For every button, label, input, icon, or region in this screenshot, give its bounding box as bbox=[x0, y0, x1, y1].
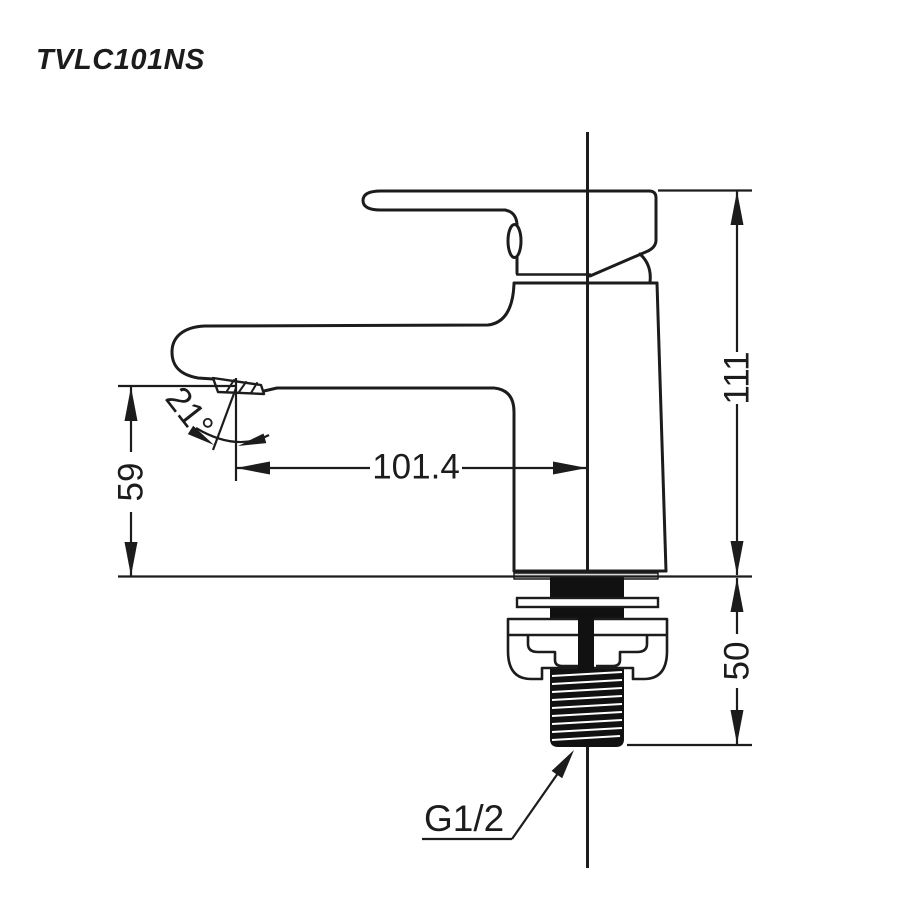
arrowhead-arc-left bbox=[187, 425, 214, 445]
dimension-overall-height: 111 bbox=[717, 190, 756, 575]
spout-top bbox=[170, 282, 516, 381]
dimension-spout-height: 59 bbox=[111, 387, 150, 576]
arrowhead-down bbox=[730, 710, 744, 744]
aerator bbox=[211, 376, 266, 396]
mounting-hardware bbox=[506, 577, 669, 747]
dim-50-label: 50 bbox=[717, 642, 756, 681]
spout-bottom bbox=[262, 386, 516, 573]
model-number-label: TVLC101NS bbox=[36, 44, 205, 76]
handle-skirt-arc bbox=[638, 252, 652, 284]
faucet-outline bbox=[170, 189, 668, 580]
arrowhead-down bbox=[730, 541, 744, 575]
dimension-shank-length: 50 bbox=[717, 578, 756, 744]
arrowhead-up bbox=[124, 387, 138, 421]
handle-pivot bbox=[506, 223, 523, 259]
dim-101-label: 101.4 bbox=[372, 447, 460, 486]
body-right-edge bbox=[655, 281, 668, 573]
arrowhead-left bbox=[236, 461, 270, 475]
arrowhead-arc-right bbox=[238, 433, 267, 446]
arrowhead-down bbox=[124, 542, 138, 576]
shank-center-bar bbox=[578, 612, 594, 670]
extension-lines bbox=[118, 189, 752, 747]
arrowhead-leader bbox=[551, 750, 574, 779]
dim-111-label: 111 bbox=[717, 351, 756, 404]
dimension-spout-reach: 101.4 bbox=[236, 447, 587, 486]
arrowhead-up bbox=[730, 191, 744, 225]
arrowhead-up bbox=[730, 578, 744, 612]
dim-59-label: 59 bbox=[111, 463, 150, 502]
washer-plate bbox=[515, 596, 660, 609]
arrowhead-right bbox=[553, 461, 587, 475]
thread-callout: G1/2 bbox=[422, 750, 574, 841]
handle-lever bbox=[361, 189, 658, 278]
thread-size-label: G1/2 bbox=[424, 798, 504, 839]
